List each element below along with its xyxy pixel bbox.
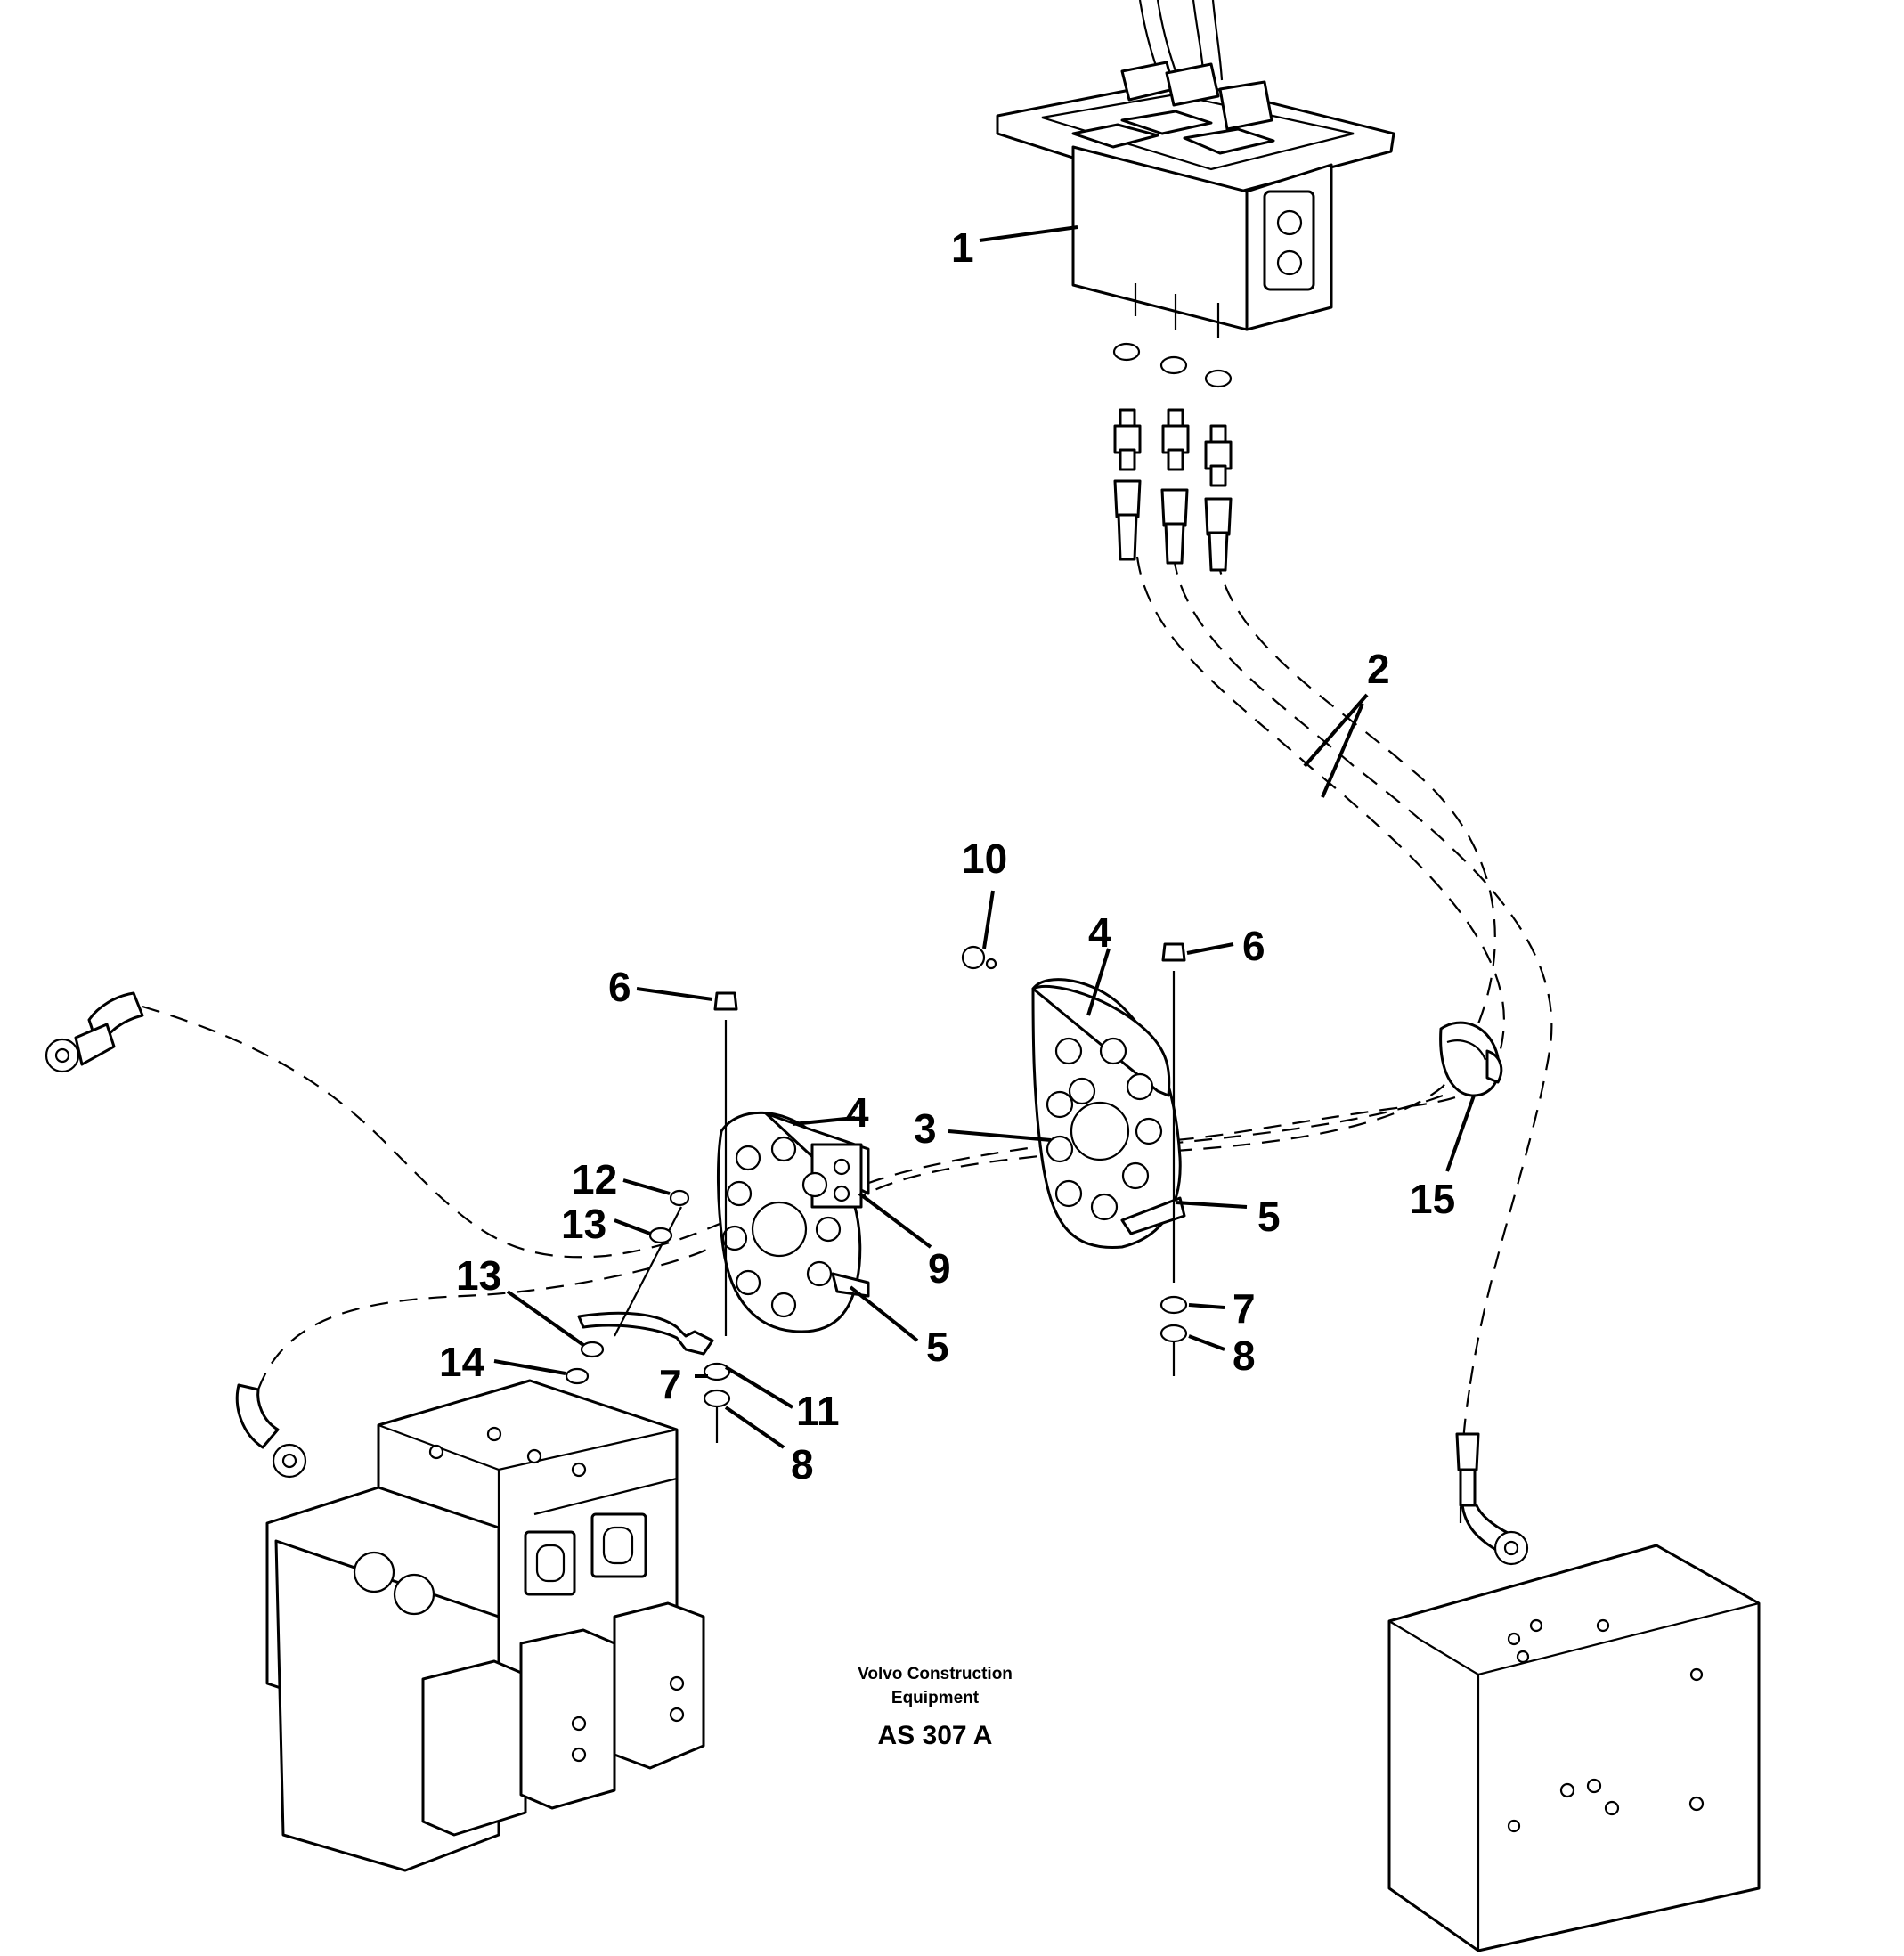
callout-13-lower: 13 — [456, 1252, 501, 1299]
hose-end-fittings — [45, 991, 1529, 1566]
callout-9: 9 — [928, 1245, 951, 1292]
pilot-box-block — [1387, 1544, 1761, 1952]
bracket-assembly-left — [565, 991, 870, 1443]
callout-2: 2 — [1367, 646, 1390, 692]
main-control-valve-block — [265, 1379, 705, 1872]
callout-1: 1 — [951, 224, 974, 271]
callout-7-left: 7 — [659, 1361, 682, 1407]
callout-7-right: 7 — [1233, 1285, 1256, 1332]
drawing-footer: Volvo Construction Equipment AS 307 A — [858, 1665, 1013, 1750]
fittings-under-valve — [1112, 342, 1233, 572]
callout-14: 14 — [439, 1339, 485, 1385]
callout-4-right: 4 — [1088, 909, 1111, 956]
callout-8-left: 8 — [791, 1441, 814, 1487]
callout-numbers: 1 2 3 4 4 5 5 6 6 7 7 8 8 9 10 11 12 13 … — [439, 224, 1455, 1487]
drawing-code: AS 307 A — [878, 1721, 993, 1750]
brand-line-2: Equipment — [891, 1689, 980, 1707]
callout-10: 10 — [962, 835, 1007, 882]
pilot-valve-part-1 — [996, 0, 1395, 338]
callout-4-left: 4 — [846, 1089, 869, 1136]
callout-11: 11 — [796, 1388, 840, 1434]
callout-15: 15 — [1410, 1176, 1455, 1222]
hose-clamp-part-15 — [1439, 1021, 1503, 1097]
leader-lines — [493, 225, 1476, 1449]
callout-12: 12 — [572, 1156, 617, 1202]
callout-5-right: 5 — [1257, 1194, 1281, 1240]
callout-3: 3 — [914, 1105, 937, 1152]
callout-13-upper: 13 — [561, 1201, 606, 1247]
callout-8-right: 8 — [1233, 1333, 1256, 1379]
callout-6-left: 6 — [608, 964, 631, 1010]
hose-lines — [142, 556, 1613, 1631]
brand-line-1: Volvo Construction — [858, 1665, 1013, 1683]
callout-6-right: 6 — [1242, 923, 1265, 969]
bracket-assembly-right — [961, 942, 1188, 1376]
callout-5-left: 5 — [926, 1324, 949, 1370]
